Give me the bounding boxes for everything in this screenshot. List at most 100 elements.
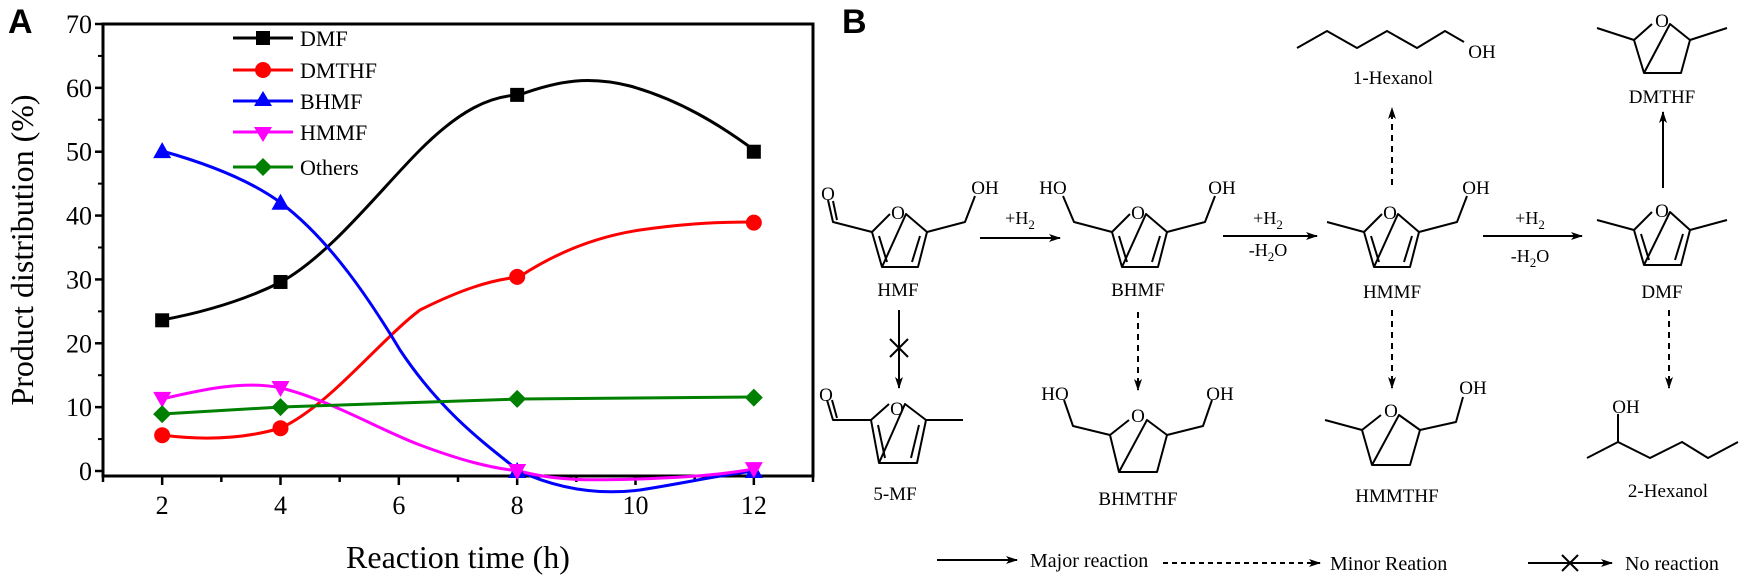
others-data-point: [153, 405, 172, 424]
mf5-label: 5-MF: [873, 484, 916, 505]
x-tick-label: 8: [511, 491, 524, 520]
svg-text:O: O: [1655, 11, 1669, 32]
hexanol-2-structure: OH 2-Hexanol: [1586, 397, 1739, 502]
svg-text:OH: OH: [1208, 178, 1236, 199]
svg-text:OH: OH: [971, 178, 999, 199]
y-tick-label: 30: [66, 265, 92, 294]
svg-text:DMF: DMF: [300, 26, 348, 51]
key-none: No reaction: [1528, 553, 1719, 575]
hexanol-1-structure: OH 1-Hexanol: [1296, 30, 1496, 89]
svg-text:O: O: [1383, 203, 1397, 224]
y-tick-label: 10: [66, 393, 92, 422]
dmthf-structure: O DMTHF: [1596, 11, 1728, 108]
legend: DMF DMTHF BHMF HMMF Others: [233, 26, 377, 180]
svg-text:O: O: [1655, 201, 1669, 222]
x-tick-label: 10: [623, 491, 649, 520]
hmmf-structure: O OH HMMF: [1326, 178, 1490, 303]
others-data-point: [508, 389, 527, 408]
svg-text:+H2: +H2: [1515, 208, 1545, 232]
hmmf-label: HMMF: [1363, 282, 1421, 303]
legend-item-others: Others: [233, 155, 359, 180]
diamond-marker-icon: [254, 158, 272, 176]
x-tick-label: 4: [274, 491, 287, 520]
reaction-key: Major reaction Minor Reation No reaction: [937, 550, 1719, 575]
bhmf-label: BHMF: [1111, 280, 1165, 301]
dmthf-label: DMTHF: [1629, 87, 1696, 108]
svg-text:O: O: [891, 203, 905, 224]
y-tick-label: 70: [66, 10, 92, 39]
dmf-data-point: [155, 313, 170, 328]
cross-icon: [889, 338, 909, 358]
svg-text:HMMF: HMMF: [300, 120, 367, 145]
legend-item-dmthf: DMTHF: [233, 58, 377, 83]
y-tick-label: 20: [66, 329, 92, 358]
svg-text:HO: HO: [1039, 178, 1066, 199]
svg-text:OH: OH: [1612, 397, 1640, 418]
dmthf-data-point: [745, 214, 762, 231]
hmmf-data-point: [744, 462, 763, 479]
dmf-curve: [161, 79, 755, 322]
panel-b-scheme: B O O OH HMF +H2 O HO OH BHMF: [819, 3, 1739, 575]
bhmf-curve: [161, 149, 755, 494]
svg-text:-H2O: -H2O: [1249, 240, 1288, 264]
svg-text:O: O: [1131, 406, 1145, 427]
others-data-point: [271, 398, 290, 417]
svg-text:O: O: [821, 184, 835, 205]
svg-text:O: O: [890, 399, 904, 420]
y-tick-label: 40: [66, 202, 92, 231]
dmf-data-point: [510, 87, 525, 102]
svg-text:No reaction: No reaction: [1625, 553, 1719, 575]
svg-text:-H2O: -H2O: [1511, 246, 1550, 270]
series-curves: [161, 79, 755, 494]
arrow-hmf-to-bhmf: +H2: [980, 208, 1061, 242]
hmf-label: HMF: [877, 280, 918, 301]
svg-text:OH: OH: [1462, 178, 1490, 199]
svg-text:O: O: [819, 385, 833, 406]
x-tick-label: 2: [156, 491, 169, 520]
dmf-data-point: [746, 144, 761, 159]
key-minor: Minor Reation: [1163, 553, 1447, 575]
legend-item-hmmf: HMMF: [233, 120, 367, 145]
svg-text:+H2: +H2: [1005, 208, 1035, 232]
y-tick-label: 60: [66, 74, 92, 103]
bhmthf-label: BHMTHF: [1098, 489, 1177, 510]
bhmf-data-point: [271, 193, 290, 210]
y-tick-label: 50: [66, 138, 92, 167]
bhmf-structure: O HO OH BHMF: [1039, 178, 1236, 301]
triangle-up-marker-icon: [254, 91, 272, 106]
x-axis-title: Reaction time (h): [346, 539, 570, 575]
no-reaction-arrow-to-5-mf: [889, 310, 909, 389]
svg-text:HO: HO: [1041, 384, 1068, 405]
hmmf-data-point: [153, 391, 172, 408]
svg-text:OH: OH: [1459, 378, 1487, 399]
bhmf-data-point: [153, 142, 172, 159]
svg-text:+H2: +H2: [1253, 208, 1283, 232]
svg-text:BHMF: BHMF: [300, 89, 362, 114]
y-axis-title: Product distribution (%): [4, 94, 40, 405]
bhmthf-structure: O HO OH BHMTHF: [1041, 384, 1234, 510]
arrow-hmmf-to-dmf: +H2 -H2O: [1483, 208, 1583, 270]
svg-text:OH: OH: [1468, 42, 1496, 63]
plot-frame: [101, 22, 815, 478]
series-markers: [153, 87, 763, 480]
mf5-structure: O O 5-MF: [819, 385, 963, 505]
svg-text:O: O: [1384, 401, 1398, 422]
panel-a-letter: A: [8, 3, 33, 41]
svg-text:OH: OH: [1206, 384, 1234, 405]
dmf-data-point: [273, 274, 288, 289]
hmmthf-label: HMMTHF: [1355, 486, 1438, 507]
legend-item-dmf: DMF: [233, 26, 348, 51]
hexanol-2-label: 2-Hexanol: [1628, 481, 1708, 502]
circle-marker-icon: [255, 62, 271, 78]
dmf-structure: O DMF: [1596, 201, 1728, 303]
square-marker-icon: [256, 31, 270, 45]
hmmthf-structure: O OH HMMTHF: [1324, 378, 1487, 507]
dmthf-data-point: [272, 420, 289, 437]
others-data-point: [744, 388, 763, 407]
dmthf-data-point: [154, 427, 171, 444]
cross-icon: [1561, 554, 1579, 572]
